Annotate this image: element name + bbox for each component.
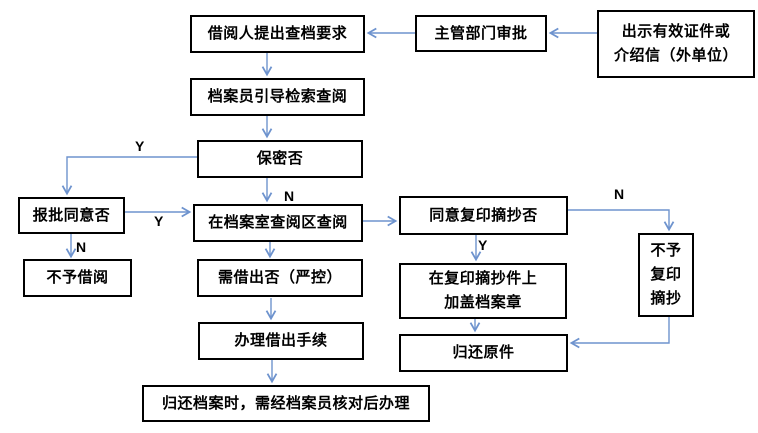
edge-label-confidential-no: N — [284, 188, 295, 204]
node-return-original-label: 归还原件 — [452, 345, 515, 361]
node-need-borrow-check-label: 需借出否（严控） — [217, 270, 342, 286]
node-no-copy: 不予 复印 摘抄 — [638, 233, 694, 317]
node-confidential-check: 保密否 — [197, 140, 363, 178]
node-reading-room-label: 在档案室查阅区查阅 — [208, 215, 348, 231]
node-stamp-copies-label: 在复印摘抄件上 加盖档案章 — [428, 271, 538, 311]
node-copy-consent-check-label: 同意复印摘抄否 — [429, 207, 538, 224]
node-borrow-procedure-label: 办理借出手续 — [234, 333, 328, 349]
node-copy-consent-check: 同意复印摘抄否 — [399, 196, 568, 235]
edge-label-report-no: N — [76, 239, 87, 255]
edge-no-copy-to-return-original — [569, 317, 670, 349]
edge-confidential-yes-to-report-approval — [61, 156, 197, 196]
node-stamp-copies: 在复印摘抄件上 加盖档案章 — [399, 263, 567, 319]
node-guide-search-label: 档案员引导检索查阅 — [207, 89, 348, 105]
node-request-label: 借阅人提出查档要求 — [207, 26, 348, 42]
node-no-borrow: 不予借阅 — [23, 259, 132, 297]
node-borrow-procedure: 办理借出手续 — [198, 322, 364, 360]
edge-label-copy-yes: Y — [478, 237, 488, 253]
node-confidential-check-label: 保密否 — [256, 151, 304, 167]
node-dept-approval-label: 主管部门审批 — [434, 25, 528, 42]
node-credentials-label: 出示有效证件或 介绍信（外单位） — [613, 24, 738, 64]
node-report-approval-check-label: 报批同意否 — [32, 207, 111, 224]
node-credentials: 出示有效证件或 介绍信（外单位） — [597, 10, 755, 78]
node-need-borrow-check: 需借出否（严控） — [197, 259, 363, 297]
edge-label-confidential-yes: Y — [135, 138, 145, 154]
node-dept-approval: 主管部门审批 — [415, 15, 547, 52]
node-return-original: 归还原件 — [399, 334, 568, 372]
node-request: 借阅人提出查档要求 — [190, 15, 365, 53]
node-no-copy-label: 不予 复印 摘抄 — [650, 243, 682, 307]
edge-label-report-yes: Y — [154, 213, 164, 229]
node-return-verify-label: 归还档案时，需经档案员核对后办理 — [161, 395, 410, 412]
node-report-approval-check: 报批同意否 — [18, 197, 125, 234]
node-guide-search: 档案员引导检索查阅 — [190, 78, 365, 116]
node-return-verify: 归还档案时，需经档案员核对后办理 — [142, 385, 430, 422]
edge-copy-no-to-no-copy — [568, 209, 675, 232]
edge-label-copy-no: N — [614, 186, 625, 202]
node-reading-room: 在档案室查阅区查阅 — [193, 204, 363, 242]
node-no-borrow-label: 不予借阅 — [46, 270, 109, 286]
